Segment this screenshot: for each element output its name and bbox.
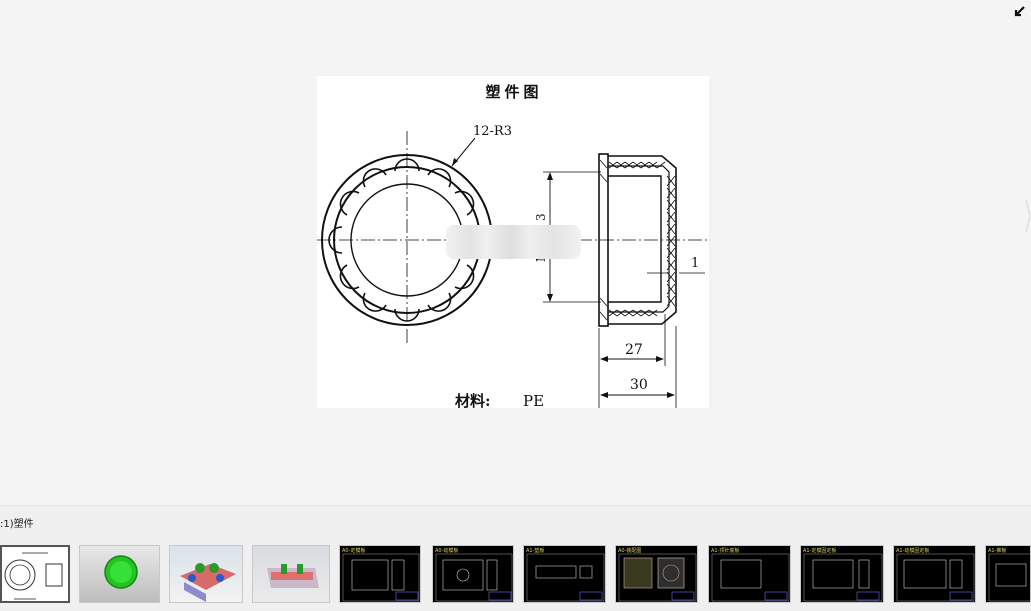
thumbnail-label: A1-顶针底板 <box>711 548 740 554</box>
thumbnail-3d-mold[interactable] <box>169 545 243 603</box>
thumbnail-label: A0-动模板 <box>435 548 459 554</box>
thumbnail-cad-2[interactable]: A0-动模板 <box>432 545 514 603</box>
dim-small: 1 <box>691 256 699 271</box>
part-drawing: 塑件图 <box>317 76 709 408</box>
dim-inner: 27 <box>625 342 643 358</box>
current-file-caption: :1)塑件 <box>0 519 34 530</box>
thumbnail-label: A1-推板 <box>988 548 1007 554</box>
dim-outer: 30 <box>630 377 648 393</box>
thumbnail-label: A1-动模固定板 <box>896 548 930 554</box>
thread-label-suffix: 3 <box>534 213 548 221</box>
thumbnail-cad-7[interactable]: A1-动模固定板 <box>893 545 976 603</box>
thumbnail-3d-cap[interactable] <box>79 545 160 603</box>
thumbnail-drawing[interactable] <box>0 545 70 603</box>
material-label: 材料: <box>455 392 491 408</box>
section-view <box>512 153 709 408</box>
next-image-arrow-icon[interactable] <box>1025 196 1031 236</box>
thumbnail-label: A0-定模板 <box>342 548 366 554</box>
thumbnail-label: A0-装配图 <box>618 548 642 554</box>
thumbnail-cad-6[interactable]: A1-定模固定板 <box>800 545 884 603</box>
drawing-title: 塑件图 <box>485 83 542 101</box>
thumbnail-cad-5[interactable]: A1-顶针底板 <box>708 545 791 603</box>
material-value: PE <box>523 392 544 408</box>
redaction-blur <box>446 225 581 259</box>
radius-callout: 12-R3 <box>473 124 512 139</box>
collapse-icon[interactable] <box>1011 4 1027 20</box>
image-viewer: 塑件图 <box>317 4 1031 408</box>
thumbnail-strip: :1)塑件 <box>0 505 1031 611</box>
thumbnail-3d-mold-side[interactable] <box>252 545 330 603</box>
thumbnail-cad-3[interactable]: A1-垫板 <box>523 545 606 603</box>
thumbnail-cad-1[interactable]: A0-定模板 <box>339 545 421 603</box>
thumbnail-cad-4[interactable]: A0-装配图 <box>615 545 698 603</box>
thumbnail-label: A1-垫板 <box>526 548 545 554</box>
thumbnail-label: A1-定模固定板 <box>803 548 837 554</box>
thumbnail-cad-8[interactable]: A1-推板 <box>985 545 1031 603</box>
